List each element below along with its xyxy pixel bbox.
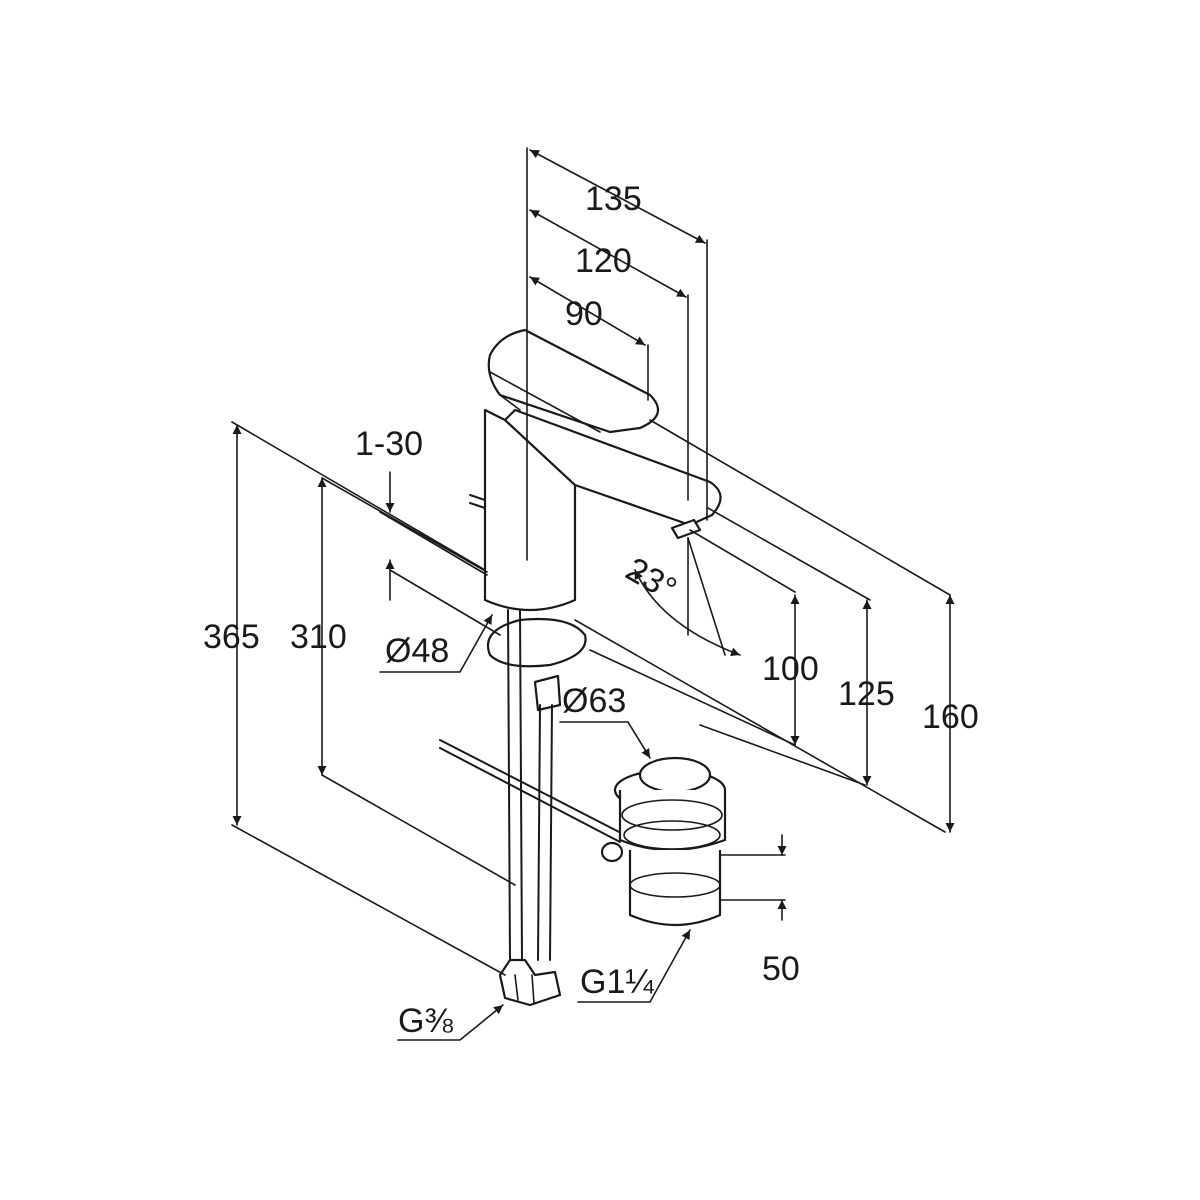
dim-100: 100 xyxy=(762,650,819,688)
dim-1-30: 1-30 xyxy=(355,425,423,463)
dim-diameter-63: Ø63 xyxy=(562,682,626,720)
faucet-body xyxy=(469,328,722,612)
dim-120: 120 xyxy=(575,242,632,280)
thread-g-1-1-4: G1¼ xyxy=(580,963,654,1001)
mounting-and-hoses xyxy=(439,609,626,1007)
dim-angle-23: 23° xyxy=(619,550,683,609)
dim-diameter-48: Ø48 xyxy=(385,632,449,670)
dim-135: 135 xyxy=(585,180,642,218)
thread-g-3-8: G⅜ xyxy=(398,1002,453,1040)
dim-365: 365 xyxy=(203,618,260,656)
dim-90: 90 xyxy=(565,295,603,333)
dimension-lines xyxy=(231,147,955,1041)
dim-160: 160 xyxy=(922,698,979,736)
waste-valve xyxy=(600,756,727,927)
dim-125: 125 xyxy=(838,675,895,713)
dim-310: 310 xyxy=(290,618,347,656)
dim-50: 50 xyxy=(762,950,800,988)
dimension-labels: 135 120 90 1-30 365 310 Ø48 Ø63 23° 100 … xyxy=(203,180,979,1040)
